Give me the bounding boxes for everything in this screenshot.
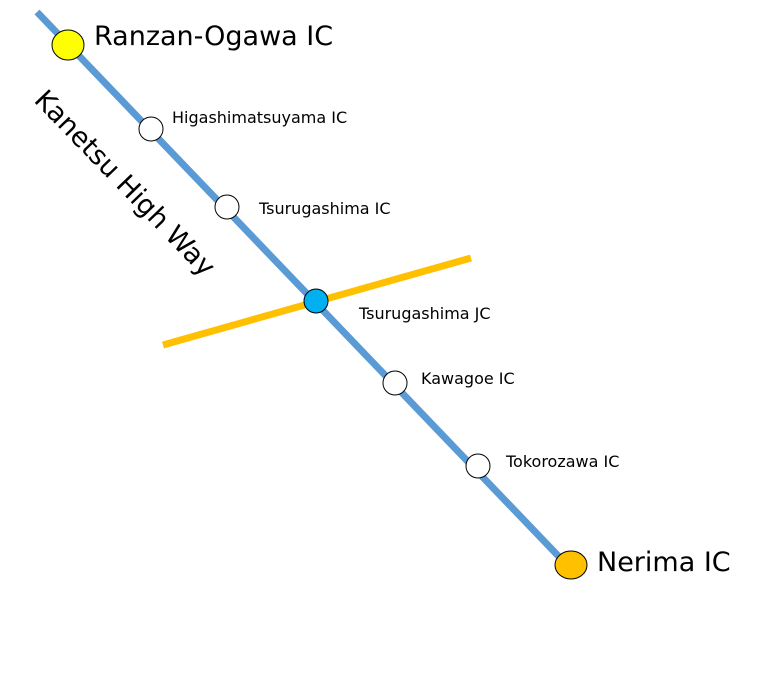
- station-marker-ranzan-ogawa: [51, 29, 85, 61]
- station-marker-nerima: [554, 550, 588, 580]
- station-label-tokorozawa: Tokorozawa IC: [505, 452, 619, 471]
- station-marker-kawagoe: [382, 370, 408, 396]
- station-label-ranzan-ogawa: Ranzan-Ogawa IC: [94, 21, 333, 52]
- station-marker-tokorozawa: [465, 453, 491, 479]
- station-label-nerima: Nerima IC: [597, 547, 731, 578]
- station-label-kawagoe: Kawagoe IC: [421, 369, 515, 388]
- station-label-tsurugashima-jc: Tsurugashima JC: [358, 304, 491, 323]
- station-marker-higashimatsuyama: [138, 116, 164, 142]
- station-label-higashimatsuyama: Higashimatsuyama IC: [172, 108, 347, 127]
- kanetsu-highway-line: [34, 9, 569, 567]
- station-marker-tsurugashima-ic: [214, 194, 240, 220]
- station-label-tsurugashima-ic: Tsurugashima IC: [258, 199, 391, 218]
- station-marker-tsurugashima-jc: [303, 288, 329, 314]
